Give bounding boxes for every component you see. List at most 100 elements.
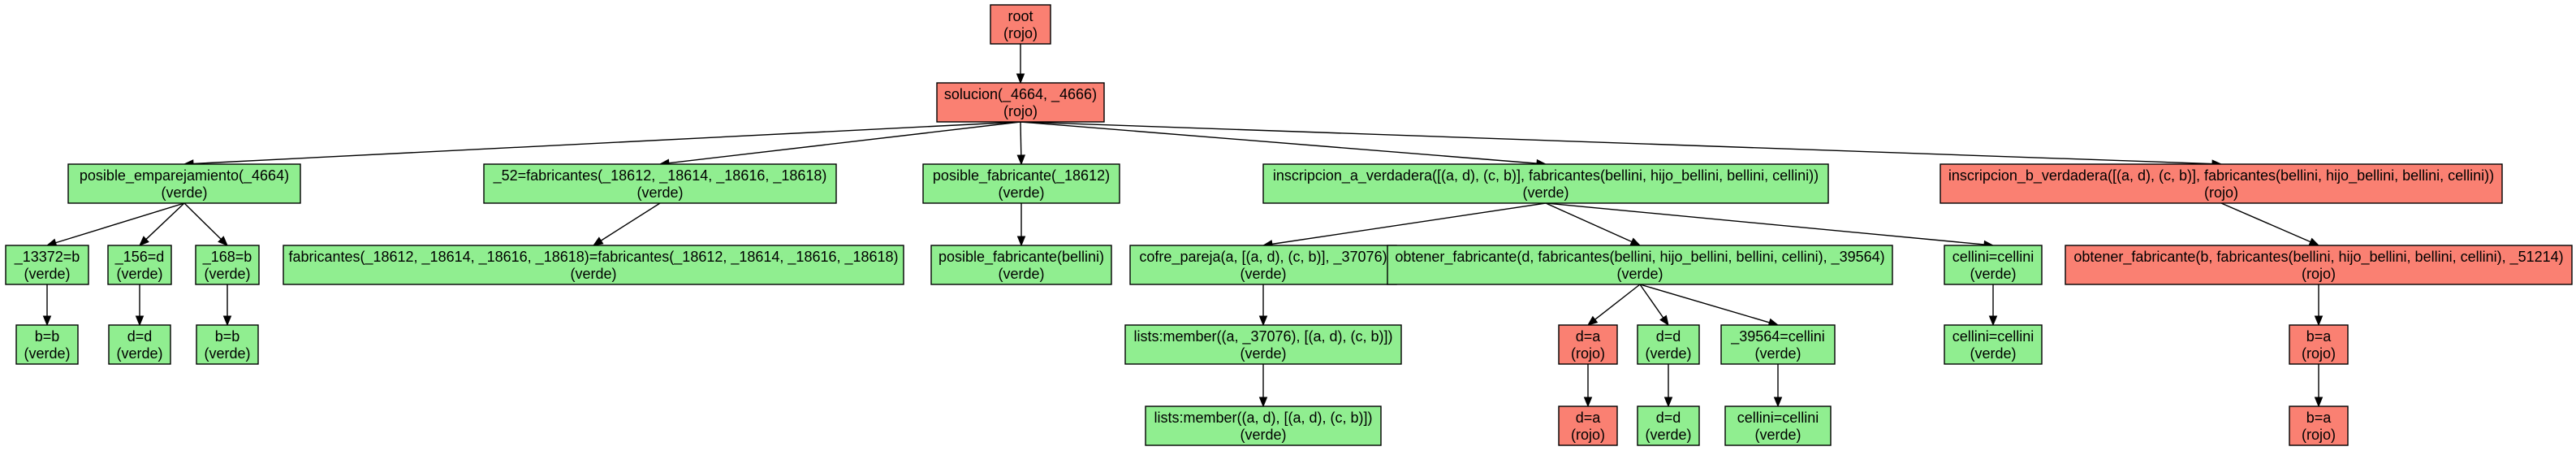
tree-node: d=d(verde) (108, 324, 171, 365)
edge-arrowhead (1773, 397, 1783, 408)
node-label: _156=d (114, 249, 165, 266)
tree-node: inscripcion_b_verdadera([(a, d), (c, b)]… (1940, 163, 2503, 204)
node-label: posible_fabricante(_18612) (933, 167, 1110, 184)
node-status-label: (rojo) (1003, 25, 1038, 41)
node-label: _52=fabricantes(_18612, _18614, _18616, … (493, 167, 827, 184)
node-label: cofre_pareja(a, [(a, d), (c, b)], _37076… (1139, 249, 1387, 266)
tree-node: _52=fabricantes(_18612, _18614, _18616, … (483, 163, 837, 204)
node-status-label: (rojo) (1571, 427, 1605, 443)
node-label: obtener_fabricante(d, fabricantes(bellin… (1395, 249, 1884, 266)
tree-node: _39564=cellini(verde) (1720, 324, 1836, 365)
node-status-label: (verde) (1754, 345, 1801, 362)
node-box-rojo (1558, 405, 1618, 446)
node-status-label: (verde) (998, 266, 1044, 282)
node-label: b=b (35, 328, 60, 345)
edge-line (183, 202, 222, 240)
node-box-rojo (1940, 163, 2503, 204)
node-box-verde (1637, 405, 1700, 446)
edge-arrowhead (139, 236, 149, 246)
node-status-label: (verde) (1754, 427, 1801, 443)
node-label: b=a (2306, 328, 2332, 345)
node-label: cellini=cellini (1952, 328, 2034, 345)
edge-line (2220, 202, 2311, 243)
node-status-label: (rojo) (2302, 266, 2336, 282)
edge-line (1020, 121, 2213, 165)
edge-line (1271, 202, 1547, 245)
edge-line (55, 202, 185, 244)
tree-node: d=d(verde) (1637, 405, 1700, 446)
tree-node: d=a(rojo) (1558, 405, 1618, 446)
edge-line (1020, 121, 1022, 156)
node-box-verde (1387, 245, 1893, 285)
edge-arrowhead (1016, 73, 1025, 85)
edge-arrowhead (2314, 315, 2324, 327)
node-status-label: (rojo) (2302, 427, 2336, 443)
edge-arrowhead (1629, 237, 1642, 246)
edge-arrowhead (222, 315, 232, 327)
edge-line (600, 202, 661, 241)
node-label: d=a (1576, 410, 1602, 426)
edge-line (1594, 284, 1641, 320)
node-box-verde (1944, 245, 2043, 285)
node-box-verde (1145, 405, 1382, 446)
edge-arrowhead (218, 236, 228, 246)
tree-node: cofre_pareja(a, [(a, d), (c, b)], _37076… (1129, 245, 1397, 285)
tree-node: b=a(rojo) (2289, 405, 2349, 446)
edge-arrowhead (1016, 154, 1026, 166)
tree-node: _156=d(verde) (107, 245, 172, 285)
edge-arrowhead (1258, 397, 1268, 408)
edge-line (1639, 284, 1664, 319)
node-status-label: (verde) (1240, 427, 1286, 443)
node-label: _13372=b (14, 249, 80, 266)
node-box-verde (1637, 324, 1700, 365)
node-label: b=a (2306, 410, 2332, 426)
node-label: d=a (1576, 328, 1602, 345)
tree-node: cellini=cellini(verde) (1944, 245, 2043, 285)
tree-node: cellini=cellini(verde) (1944, 324, 2043, 365)
edge-line (668, 121, 1021, 164)
node-status-label: (verde) (161, 184, 207, 201)
node-box-verde (1720, 324, 1836, 365)
tree-node: d=d(verde) (1637, 324, 1700, 365)
node-status-label: (verde) (1645, 427, 1691, 443)
node-status-label: (rojo) (1571, 345, 1605, 362)
node-label: lists:member((a, _37076), [(a, d), (c, b… (1133, 328, 1392, 345)
node-label: posible_fabricante(bellini) (938, 249, 1104, 266)
node-label: inscripcion_b_verdadera([(a, d), (c, b)]… (1948, 167, 2494, 184)
node-label: root (1008, 8, 1033, 24)
node-box-verde (1724, 405, 1832, 446)
node-status-label: (verde) (116, 266, 162, 282)
node-box-verde (483, 163, 837, 204)
node-box-verde (922, 163, 1120, 204)
node-label: d=d (1656, 328, 1681, 345)
node-label: obtener_fabricante(b, fabricantes(bellin… (2073, 249, 2563, 266)
node-status-label: (verde) (1240, 266, 1286, 282)
node-status-label: (verde) (1522, 184, 1568, 201)
node-status-label: (verde) (1970, 345, 2016, 362)
node-box-rojo (2065, 245, 2573, 285)
node-status-label: (verde) (204, 266, 250, 282)
edge-arrowhead (2314, 397, 2324, 408)
tree-node: posible_emparejamiento(_4664)(verde) (67, 163, 301, 204)
node-box-verde (15, 324, 79, 365)
node-label: _168=b (202, 249, 252, 266)
node-status-label: (verde) (1240, 345, 1286, 362)
node-status-label: (rojo) (2302, 345, 2336, 362)
node-status-label: (verde) (1645, 345, 1691, 362)
node-status-label: (rojo) (1003, 103, 1038, 119)
node-label: _39564=cellini (1730, 328, 1825, 345)
node-label: cellini=cellini (1737, 410, 1819, 426)
tree-node: b=b(verde) (15, 324, 79, 365)
node-label: d=d (127, 328, 153, 345)
node-label: lists:member((a, d), [(a, d), (c, b)]) (1154, 410, 1372, 426)
edge-arrowhead (42, 315, 52, 327)
node-status-label: (verde) (24, 266, 70, 282)
tree-node: fabricantes(_18612, _18614, _18616, _186… (283, 245, 904, 285)
edge-arrowhead (1988, 315, 1998, 327)
node-status-label: (verde) (636, 184, 683, 201)
tree-node: posible_fabricante(_18612)(verde) (922, 163, 1120, 204)
tree-node: root(rojo) (990, 4, 1051, 45)
node-status-label: (verde) (1970, 266, 2016, 282)
node-box-rojo (936, 82, 1105, 123)
edge-arrowhead (1016, 236, 1026, 247)
